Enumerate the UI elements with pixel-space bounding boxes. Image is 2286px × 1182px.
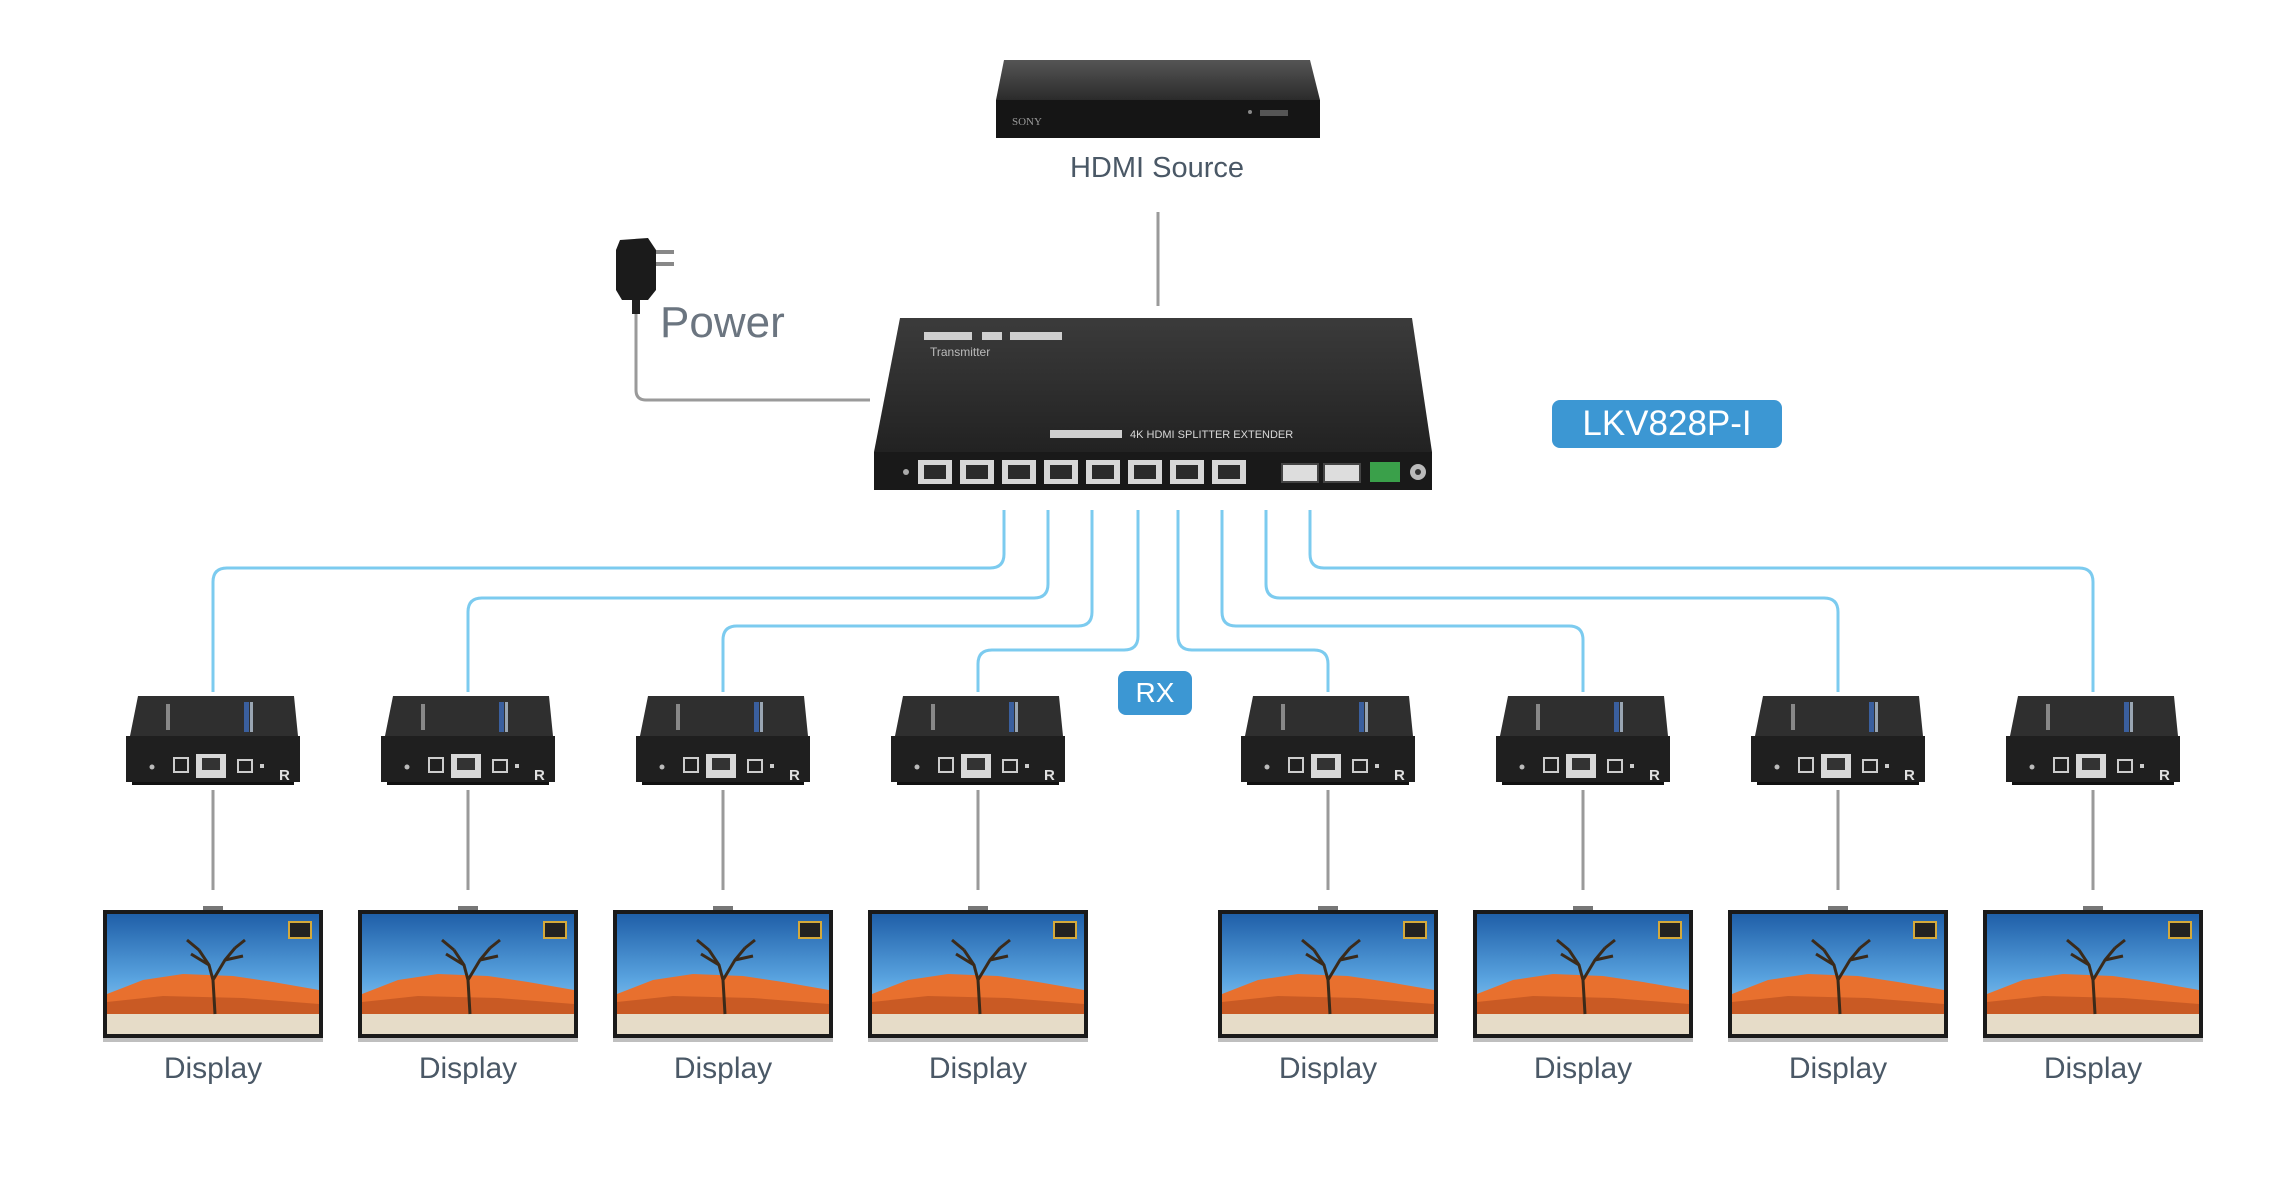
display-label: Display (1788, 1052, 1888, 1085)
transmitter-title-text: 4K HDMI SPLITTER EXTENDER (1130, 429, 1293, 441)
receiver-device (1495, 695, 1671, 786)
transmitter-device: Transmitter 4K HDMI SPLITTER EXTENDER (874, 318, 1432, 490)
receiver-badge: R (279, 767, 290, 784)
rj45-port-socket (1134, 465, 1156, 479)
display-label: Display (163, 1052, 263, 1085)
power-cable (634, 314, 870, 402)
cat-cable (721, 510, 1094, 692)
display-screen (866, 904, 1090, 1044)
display-label: Display (1278, 1052, 1378, 1085)
rj45-port-socket (1092, 465, 1114, 479)
receiver-badge: R (1394, 767, 1405, 784)
receiver-device (1750, 695, 1926, 786)
rj45-ports (918, 460, 1246, 484)
display-screen (101, 904, 325, 1044)
bluray-brand: SONY (1012, 116, 1042, 128)
cat-cable (211, 510, 1006, 692)
display-label: Display (928, 1052, 1028, 1085)
receiver-badge: R (1044, 767, 1055, 784)
cat-cable (466, 510, 1050, 692)
power-adapter-icon (616, 238, 674, 314)
model-badge: LKV828P-I (1552, 400, 1782, 448)
receiver-badge: R (1649, 767, 1660, 784)
receiver-device (890, 695, 1066, 786)
rj45-port-socket (1176, 465, 1198, 479)
rj45-port-socket (924, 465, 946, 479)
hdmi-cables (211, 790, 2095, 890)
display-screen (1471, 904, 1695, 1044)
transmitter-top-text: Transmitter (930, 345, 990, 359)
cat-cable (1264, 510, 1840, 692)
rj45-port-socket (966, 465, 988, 479)
power-label: Power (660, 298, 785, 347)
receiver-badge: R (2159, 767, 2170, 784)
receiver-device (125, 695, 301, 786)
receiver-badge: R (534, 767, 545, 784)
rx-badge: RX (1118, 671, 1192, 715)
receiver-device (2005, 695, 2181, 786)
hdmi-source-label: HDMI Source (1069, 152, 1245, 184)
cat-cable (976, 510, 1140, 692)
rj45-port-socket (1050, 465, 1072, 479)
receiver-device (380, 695, 556, 786)
cat-cable (1176, 510, 1330, 692)
display-screen (611, 904, 835, 1044)
receiver-device (1240, 695, 1416, 786)
display-screen (1216, 904, 1440, 1044)
display-screen (356, 904, 580, 1044)
receiver-badge: R (789, 767, 800, 784)
display-label: Display (1533, 1052, 1633, 1085)
display-label: Display (673, 1052, 773, 1085)
receiver-badge: R (1904, 767, 1915, 784)
receiver-device (635, 695, 811, 786)
rj45-port-socket (1008, 465, 1030, 479)
displays (101, 904, 2205, 1044)
cat-cable (1220, 510, 1585, 692)
display-screen (1726, 904, 1950, 1044)
display-label: Display (2043, 1052, 2143, 1085)
rj45-port-socket (1218, 465, 1240, 479)
hdmi-source-device: SONY (996, 60, 1320, 138)
cat-cables (211, 510, 2095, 692)
cat-cable (1308, 510, 2095, 692)
display-label: Display (418, 1052, 518, 1085)
display-screen (1981, 904, 2205, 1044)
